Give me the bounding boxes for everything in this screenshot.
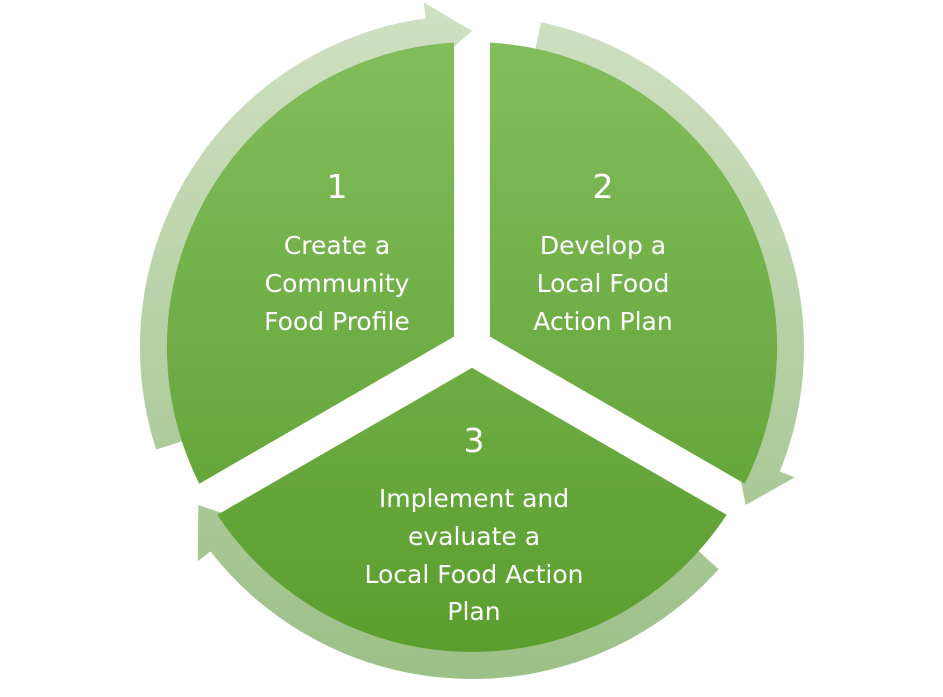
step-3-line-4: Plan — [447, 597, 500, 626]
segment-step-1 — [166, 42, 454, 484]
step-2-line-1: Develop a — [540, 231, 666, 260]
step-1-label: 1 Create a Community Food Profile — [264, 167, 410, 336]
cycle-segments — [166, 42, 778, 653]
step-2-number: 2 — [593, 167, 614, 206]
cycle-arrow-3 — [197, 505, 719, 680]
step-2-line-3: Action Plan — [533, 307, 672, 336]
step-1-line-1: Create a — [284, 231, 390, 260]
step-2-label: 2 Develop a Local Food Action Plan — [533, 167, 672, 336]
segment-step-2 — [490, 42, 778, 484]
step-3-line-3: Local Food Action — [365, 560, 584, 589]
step-2-line-2: Local Food — [537, 269, 670, 298]
step-3-line-2: evaluate a — [408, 522, 540, 551]
step-3-label: 3 Implement and evaluate a Local Food Ac… — [365, 421, 584, 626]
step-3-line-1: Implement and — [379, 484, 569, 513]
segment-step-3 — [217, 367, 727, 653]
step-1-line-2: Community — [265, 269, 410, 298]
step-1-number: 1 — [327, 167, 348, 206]
step-1-line-3: Food Profile — [264, 307, 410, 336]
step-3-number: 3 — [464, 421, 485, 460]
